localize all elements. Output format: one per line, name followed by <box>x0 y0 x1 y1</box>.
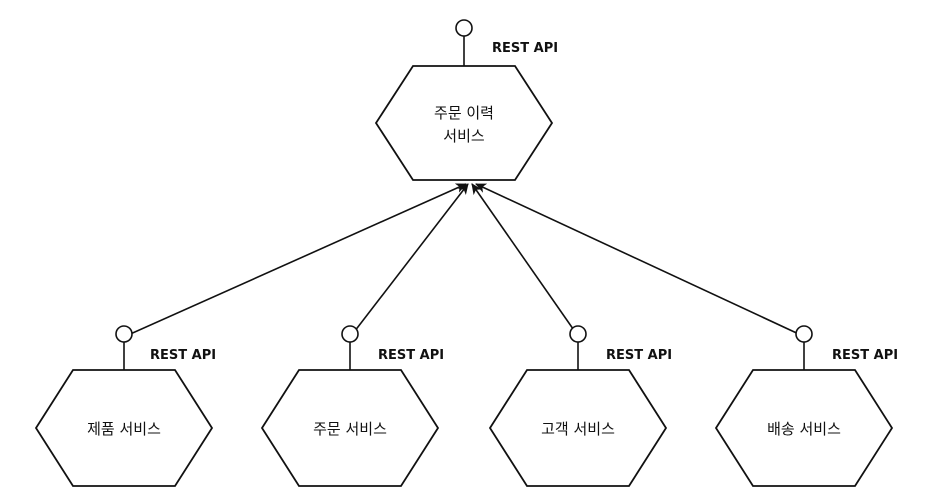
service-hexagon <box>488 369 668 487</box>
interface-label: REST API <box>378 348 444 363</box>
rest-api-port-icon <box>569 325 587 343</box>
product-service: REST API 제품 서비스 <box>34 325 216 487</box>
arrow-customer-to-history <box>471 183 579 337</box>
interface-label: REST API <box>832 348 898 363</box>
service-hexagon <box>714 369 894 487</box>
service-name: 제품 서비스 <box>87 420 161 438</box>
service-name-line2: 서비스 <box>443 127 485 145</box>
service-name-line1: 주문 이력 <box>434 104 494 122</box>
service-hexagon <box>374 65 554 181</box>
service-name: 배송 서비스 <box>767 420 841 438</box>
order-service: REST API 주문 서비스 <box>260 325 444 487</box>
interface-label: REST API <box>150 348 216 363</box>
rest-api-port-icon <box>795 325 813 343</box>
service-name: 주문 서비스 <box>313 420 387 438</box>
arrow-order-to-history <box>350 183 469 337</box>
rest-api-port-icon <box>341 325 359 343</box>
interface-label: REST API <box>606 348 672 363</box>
shipping-service: REST API 배송 서비스 <box>714 325 898 487</box>
service-hexagon <box>260 369 440 487</box>
rest-api-port-icon <box>455 19 473 37</box>
service-name: 고객 서비스 <box>541 420 615 438</box>
interface-label: REST API <box>492 41 558 56</box>
service-hexagon <box>34 369 214 487</box>
arrow-product-to-history <box>125 183 467 337</box>
customer-service: REST API 고객 서비스 <box>488 325 672 487</box>
dependency-arrows <box>125 183 804 337</box>
order-history-service: REST API 주문 이력 서비스 <box>374 19 558 181</box>
rest-api-port-icon <box>115 325 133 343</box>
arrow-shipping-to-history <box>475 183 804 337</box>
